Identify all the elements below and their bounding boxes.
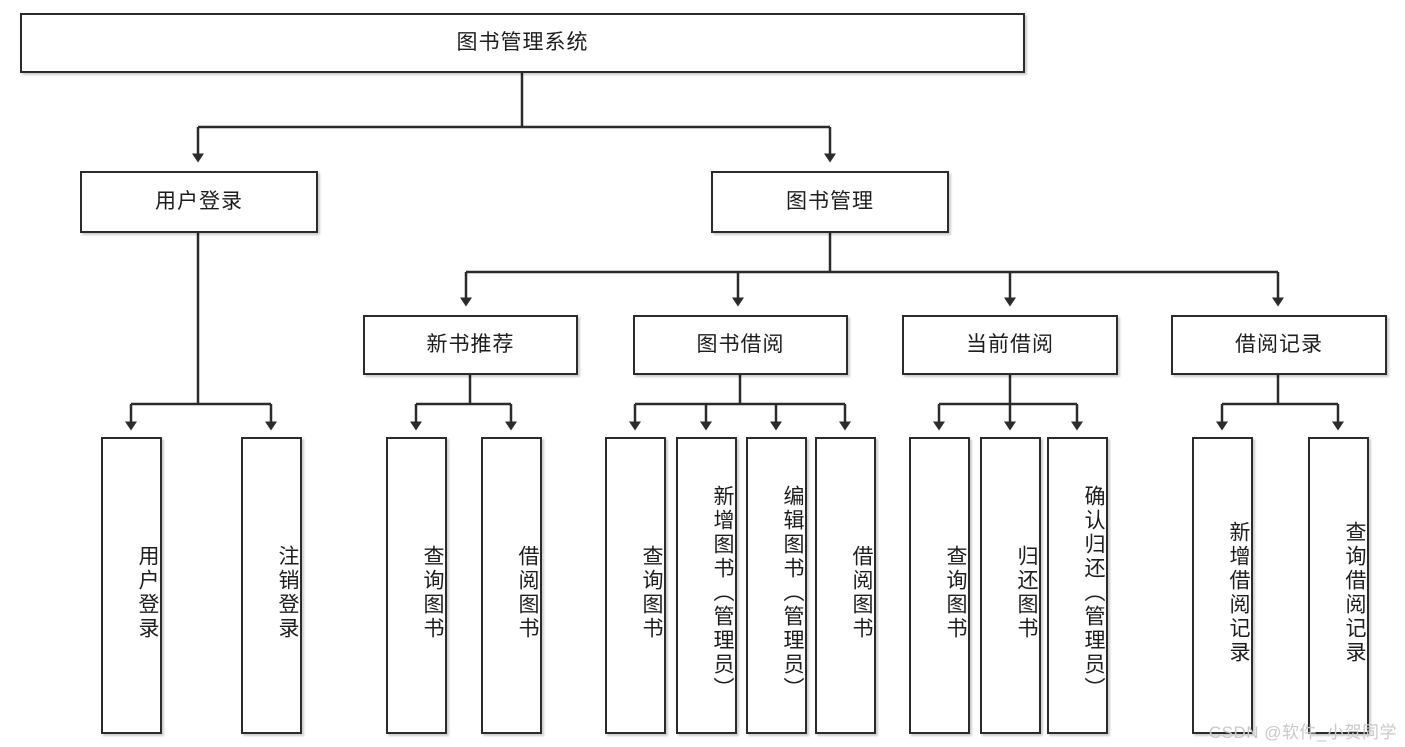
node-new-book-recommendation[interactable]: 新书推荐 <box>363 315 578 375</box>
leaf-borrow-book-recommendation[interactable]: 借阅图书 <box>481 437 542 734</box>
leaf-confirm-return-admin[interactable]: 确认归还（管理员） <box>1047 437 1108 734</box>
leaf-borrow-book-borrowing[interactable]: 借阅图书 <box>815 437 876 734</box>
node-label: 注销登录 <box>276 544 299 641</box>
leaf-add-borrowing-record[interactable]: 新增借阅记录 <box>1192 437 1253 734</box>
leaf-query-borrowing-record[interactable]: 查询借阅记录 <box>1308 437 1369 734</box>
leaf-logout[interactable]: 注销登录 <box>241 437 302 734</box>
csdn-watermark: CSDN @软件_小贺同学 <box>1208 723 1397 742</box>
leaf-query-book-borrowing[interactable]: 查询图书 <box>605 437 666 734</box>
node-label: 查询借阅记录 <box>1343 520 1366 665</box>
leaf-return-book[interactable]: 归还图书 <box>980 437 1041 734</box>
node-label: 编辑图书（管理员） <box>781 484 804 701</box>
leaf-edit-book-admin[interactable]: 编辑图书（管理员） <box>746 437 807 734</box>
node-root-book-management-system[interactable]: 图书管理系统 <box>20 13 1025 73</box>
node-label: 确认归还（管理员） <box>1082 484 1105 701</box>
node-label: 新增借阅记录 <box>1227 520 1250 665</box>
node-book-management[interactable]: 图书管理 <box>711 171 949 233</box>
node-label: 图书管理 <box>786 190 874 214</box>
node-label: 查询图书 <box>640 544 663 641</box>
node-current-borrowing[interactable]: 当前借阅 <box>902 315 1118 375</box>
node-label: 图书借阅 <box>696 333 785 357</box>
node-label: 查询图书 <box>421 544 444 641</box>
node-user-login[interactable]: 用户登录 <box>80 171 318 233</box>
node-label: 借阅图书 <box>850 544 873 641</box>
node-label: 借阅图书 <box>516 544 539 641</box>
leaf-query-book-recommendation[interactable]: 查询图书 <box>386 437 447 734</box>
node-label: 当前借阅 <box>966 333 1054 357</box>
node-label: 归还图书 <box>1015 544 1038 641</box>
node-book-borrowing[interactable]: 图书借阅 <box>633 315 848 375</box>
leaf-user-login[interactable]: 用户登录 <box>101 437 162 734</box>
node-label: 查询图书 <box>944 544 967 641</box>
leaf-query-book-current[interactable]: 查询图书 <box>909 437 970 734</box>
leaf-add-book-admin[interactable]: 新增图书（管理员） <box>676 437 737 734</box>
node-label: 新增图书（管理员） <box>711 484 734 701</box>
node-label: 用户登录 <box>155 190 243 214</box>
node-borrowing-record[interactable]: 借阅记录 <box>1171 315 1387 375</box>
node-label: 借阅记录 <box>1235 333 1323 357</box>
node-label: 图书管理系统 <box>456 31 589 55</box>
node-label: 新书推荐 <box>426 333 515 357</box>
node-label: 用户登录 <box>136 544 159 641</box>
